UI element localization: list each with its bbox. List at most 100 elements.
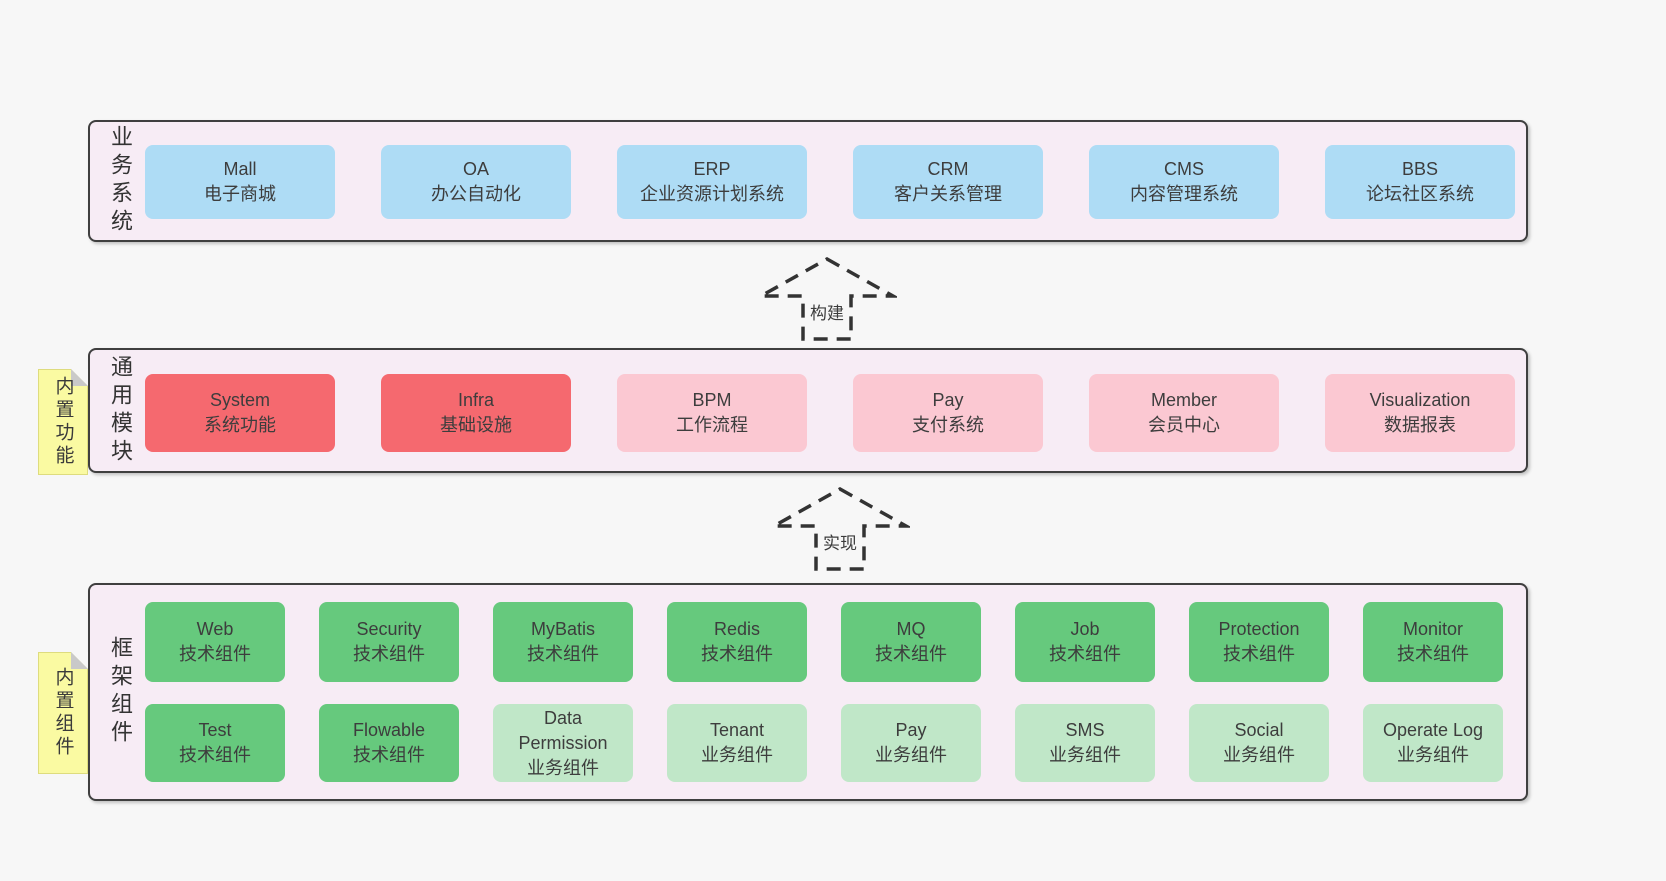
band-title-business-systems: 业务系统	[108, 125, 133, 237]
sticky-note-built-in-components: 内置组件	[38, 652, 88, 774]
box-en-label: Infra	[457, 390, 495, 410]
arrow-build: 构建	[757, 256, 897, 342]
box-en-label: Redis	[713, 619, 761, 639]
box-zh-label: 技术组件	[179, 644, 251, 664]
box-zh-label: 客户关系管理	[894, 184, 1002, 204]
box-en-label: Flowable	[352, 720, 426, 740]
box-zh-label: 业务组件	[1397, 745, 1469, 765]
business-systems-row: Mall 电子商城 OA 办公自动化 ERP 企业资源计划系统 CRM 客户关系…	[145, 145, 1515, 219]
box-operate-log: Operate Log 业务组件	[1363, 704, 1503, 782]
note-folded-corner-icon	[71, 369, 88, 386]
box-zh-label: 工作流程	[676, 415, 748, 435]
box-en-label: Test	[198, 720, 232, 740]
framework-components-row-2: Test 技术组件 Flowable 技术组件 Data Permission …	[145, 704, 1503, 782]
box-zh-label: 技术组件	[701, 644, 773, 664]
box-visualization: Visualization 数据报表	[1325, 374, 1515, 452]
box-job: Job 技术组件	[1015, 602, 1155, 682]
box-en-label: MyBatis	[530, 619, 595, 639]
dashed-up-arrow-icon	[770, 486, 910, 571]
box-en-label: Protection	[1218, 619, 1300, 639]
box-zh-label: 技术组件	[1223, 644, 1295, 664]
box-en-label: CRM	[927, 159, 969, 179]
box-en-label: ERP	[693, 159, 731, 179]
box-zh-label: 会员中心	[1148, 415, 1220, 435]
box-monitor: Monitor 技术组件	[1363, 602, 1503, 682]
box-oa: OA 办公自动化	[381, 145, 571, 219]
box-zh-label: 内容管理系统	[1130, 184, 1238, 204]
box-zh-label: 技术组件	[1397, 644, 1469, 664]
band-business-systems: 业务系统 Mall 电子商城 OA 办公自动化 ERP 企业资源计划系统 CRM…	[88, 120, 1528, 242]
box-flowable: Flowable 技术组件	[319, 704, 459, 782]
box-zh-label: 业务组件	[1223, 745, 1295, 765]
box-en-label: Pay	[932, 390, 964, 410]
box-zh-label: 技术组件	[353, 644, 425, 664]
box-zh-label: 技术组件	[1049, 644, 1121, 664]
box-en-label: OA	[462, 159, 489, 179]
note-folded-corner-icon	[71, 652, 88, 669]
box-sms: SMS 业务组件	[1015, 704, 1155, 782]
box-zh-label: 支付系统	[912, 415, 984, 435]
box-en-label: Pay	[895, 720, 927, 740]
box-mq: MQ 技术组件	[841, 602, 981, 682]
box-zh-label: 业务组件	[527, 757, 599, 778]
box-zh-label: 数据报表	[1384, 415, 1456, 435]
arrow-implement: 实现	[770, 486, 910, 572]
box-security: Security 技术组件	[319, 602, 459, 682]
box-en-label: CMS	[1164, 159, 1204, 179]
box-en-label: System	[209, 390, 270, 410]
box-zh-label: 办公自动化	[431, 184, 521, 204]
band-framework-components: 框架组件 Web 技术组件 Security 技术组件 MyBatis 技术组件…	[88, 583, 1528, 801]
box-infra: Infra 基础设施	[381, 374, 571, 452]
box-mall: Mall 电子商城	[145, 145, 335, 219]
box-web: Web 技术组件	[145, 602, 285, 682]
box-pay-component: Pay 业务组件	[841, 704, 981, 782]
arrow-implement-label: 实现	[820, 528, 860, 555]
arrow-build-label: 构建	[807, 298, 847, 325]
box-zh-label: 业务组件	[701, 745, 773, 765]
box-en-label: Visualization	[1369, 390, 1471, 410]
box-mybatis: MyBatis 技术组件	[493, 602, 633, 682]
sticky-note-built-in-features: 内置功能	[38, 369, 88, 475]
box-en-label: Security	[356, 619, 422, 639]
common-modules-row: System 系统功能 Infra 基础设施 BPM 工作流程 Pay 支付系统…	[145, 374, 1515, 452]
band-title-framework-components: 框架组件	[108, 636, 133, 748]
box-en-label: Data Permission	[518, 707, 608, 753]
box-en-label: SMS	[1065, 720, 1105, 740]
band-title-common-modules: 通用模块	[108, 354, 133, 467]
box-cms: CMS 内容管理系统	[1089, 145, 1279, 219]
box-zh-label: 业务组件	[875, 745, 947, 765]
box-zh-label: 技术组件	[875, 644, 947, 664]
framework-components-row-1: Web 技术组件 Security 技术组件 MyBatis 技术组件 Redi…	[145, 602, 1503, 682]
box-bpm: BPM 工作流程	[617, 374, 807, 452]
box-crm: CRM 客户关系管理	[853, 145, 1043, 219]
box-en-label: Mall	[223, 159, 257, 179]
box-member: Member 会员中心	[1089, 374, 1279, 452]
box-en-label: Member	[1150, 390, 1217, 410]
box-en-label: MQ	[896, 619, 926, 639]
box-en-label: Tenant	[709, 720, 765, 740]
box-en-label: Job	[1070, 619, 1100, 639]
dashed-up-arrow-icon	[757, 256, 897, 341]
box-en-label: Web	[196, 619, 234, 639]
box-en-label: Social	[1234, 720, 1284, 740]
sticky-note-label: 内置组件	[52, 667, 74, 759]
box-zh-label: 业务组件	[1049, 745, 1121, 765]
box-tenant: Tenant 业务组件	[667, 704, 807, 782]
box-zh-label: 论坛社区系统	[1366, 184, 1474, 204]
box-social: Social 业务组件	[1189, 704, 1329, 782]
box-zh-label: 技术组件	[179, 745, 251, 765]
box-protection: Protection 技术组件	[1189, 602, 1329, 682]
sticky-note-label: 内置功能	[52, 376, 74, 468]
box-en-label: BPM	[692, 390, 732, 410]
box-en-label: Operate Log	[1382, 720, 1484, 740]
box-data-permission: Data Permission 业务组件	[493, 704, 633, 782]
box-redis: Redis 技术组件	[667, 602, 807, 682]
box-bbs: BBS 论坛社区系统	[1325, 145, 1515, 219]
box-pay-module: Pay 支付系统	[853, 374, 1043, 452]
box-en-label: Monitor	[1402, 619, 1464, 639]
box-test: Test 技术组件	[145, 704, 285, 782]
box-zh-label: 企业资源计划系统	[640, 184, 784, 204]
box-zh-label: 技术组件	[353, 745, 425, 765]
box-zh-label: 技术组件	[527, 644, 599, 664]
